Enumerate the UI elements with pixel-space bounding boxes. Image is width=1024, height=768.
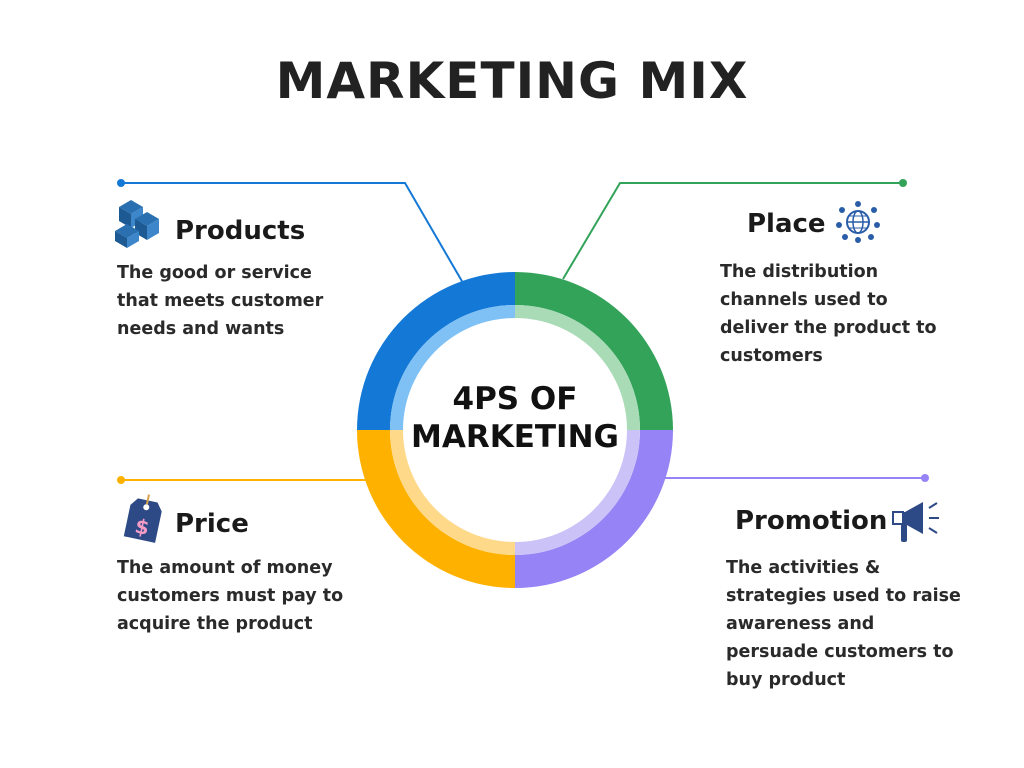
connector-place (562, 179, 907, 280)
place-desc-line: customers (720, 346, 823, 366)
inner-promotion (515, 430, 640, 555)
segment-promotion (515, 430, 673, 588)
price-desc-line: customers must pay to (117, 586, 344, 606)
center-label: 4PS OF MARKETING (405, 380, 625, 456)
segment-products (357, 272, 515, 430)
place-desc-line: deliver the product to (720, 318, 937, 338)
promotion-desc-line: strategies used to raise (726, 586, 961, 606)
segment-price (357, 430, 515, 588)
place-desc-line: channels used to (720, 290, 888, 310)
price-heading: Price (175, 509, 249, 539)
price-desc-line: acquire the product (117, 614, 313, 634)
place-heading: Place (747, 209, 826, 239)
connector-promotion (660, 474, 929, 482)
center-label-line1: 4PS OF (452, 381, 578, 417)
price-desc-line: The amount of money (117, 558, 333, 578)
products-desc-line: that meets customer (117, 291, 324, 311)
inner-price (390, 430, 515, 555)
four-ps-donut (357, 272, 673, 588)
globe-network-icon (836, 201, 880, 243)
svg-text:$: $ (133, 514, 152, 540)
inner-products (390, 305, 515, 430)
products-heading: Products (175, 216, 306, 246)
boxes-icon (115, 200, 159, 248)
promotion-heading: Promotion (735, 506, 888, 536)
promotion-desc-line: buy product (726, 670, 846, 690)
segment-place (515, 272, 673, 430)
products-description: The good or service that meets customer … (117, 259, 323, 343)
promotion-desc-line: persuade customers to (726, 642, 954, 662)
connector-products (117, 179, 464, 284)
products-desc-line: needs and wants (117, 319, 285, 339)
place-description: The distribution channels used to delive… (720, 258, 937, 370)
promotion-desc-line: The activities & (726, 558, 881, 578)
center-label-line2: MARKETING (411, 419, 619, 455)
price-description: The amount of money customers must pay t… (117, 554, 343, 638)
page-title: MARKETING MIX (275, 52, 749, 110)
inner-place (515, 305, 640, 430)
megaphone-icon (892, 502, 939, 542)
connector-price (117, 476, 375, 484)
products-desc-line: The good or service (117, 263, 312, 283)
promotion-desc-line: awareness and (726, 614, 875, 634)
place-desc-line: The distribution (720, 262, 879, 282)
promotion-description: The activities & strategies used to rais… (726, 554, 961, 694)
price-tag-icon: $ (123, 494, 162, 543)
